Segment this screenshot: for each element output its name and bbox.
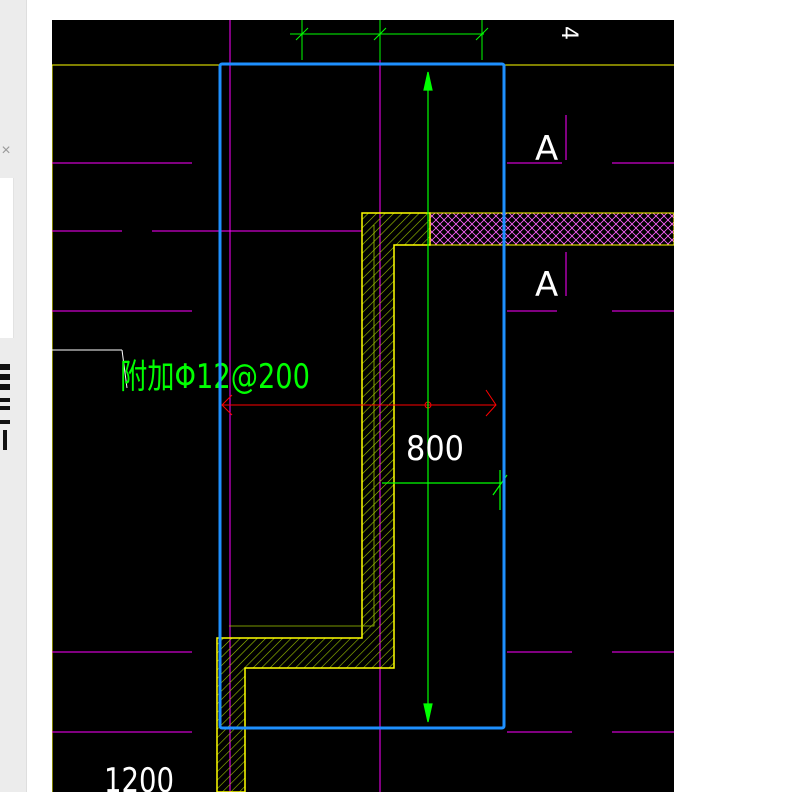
rebar-annotation: 附加Φ12@200 bbox=[52, 349, 310, 397]
red-dimension-line bbox=[221, 389, 497, 417]
top-dimension bbox=[290, 20, 489, 60]
cad-drawing-canvas[interactable]: A A 4 附加Φ12@200 bbox=[52, 20, 674, 792]
slab-section bbox=[429, 212, 674, 246]
section-labels: A A 4 bbox=[535, 26, 581, 305]
vertical-dimension bbox=[382, 71, 508, 723]
wall-section bbox=[216, 212, 431, 792]
dimension-label-800: 800 bbox=[406, 429, 464, 469]
cad-drawing-svg: A A 4 附加Φ12@200 bbox=[52, 20, 674, 792]
section-label-a-top: A bbox=[535, 129, 558, 169]
top-right-glyph: 4 bbox=[556, 26, 581, 40]
rebar-note: 附加Φ12@200 bbox=[120, 357, 310, 397]
side-panel bbox=[0, 178, 14, 450]
section-label-a-bottom: A bbox=[535, 265, 558, 305]
selection-rectangle[interactable] bbox=[218, 62, 506, 730]
left-toolbar-strip bbox=[0, 0, 27, 792]
grid-icon[interactable] bbox=[0, 364, 10, 450]
dimension-label-1200: 1200 bbox=[104, 761, 174, 792]
close-icon[interactable]: × bbox=[1, 142, 11, 159]
